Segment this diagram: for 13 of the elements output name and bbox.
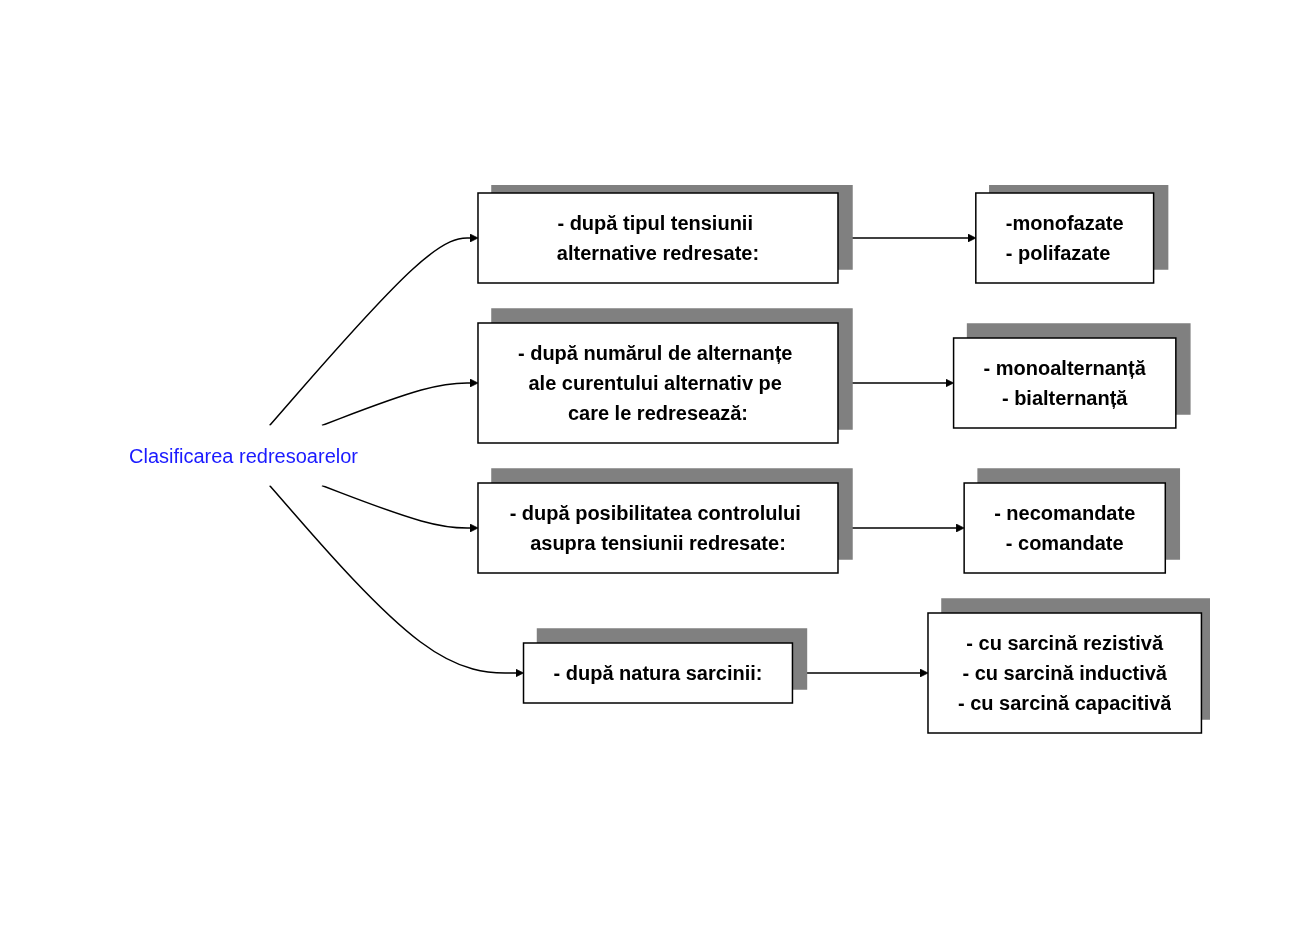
node-box: - monoalternanță - bialternanță	[953, 336, 1177, 429]
arrow	[321, 484, 479, 532]
arrow	[269, 233, 479, 426]
node-box: - necomandate - comandate	[963, 481, 1167, 574]
node-box: - după posibilitatea controlului asupra tensiunii redresate:	[477, 481, 839, 574]
node-box: - cu sarcină rezistivă - cu sarcină inductivă - cu sarcină capacitivă	[927, 611, 1203, 734]
node-box: - după numărul de alternanțe ale curentului alternativ pe care le redresează:	[477, 321, 839, 444]
node-text: Clasificarea redresoarelor	[129, 444, 359, 466]
arrow	[321, 378, 479, 426]
node-box: -monofazate - polifazate	[975, 191, 1155, 284]
arrow	[792, 668, 929, 677]
node-box: - după natura sarcinii:	[523, 641, 794, 704]
node-box: - după tipul tensiunii alternative redresate:	[477, 191, 839, 284]
